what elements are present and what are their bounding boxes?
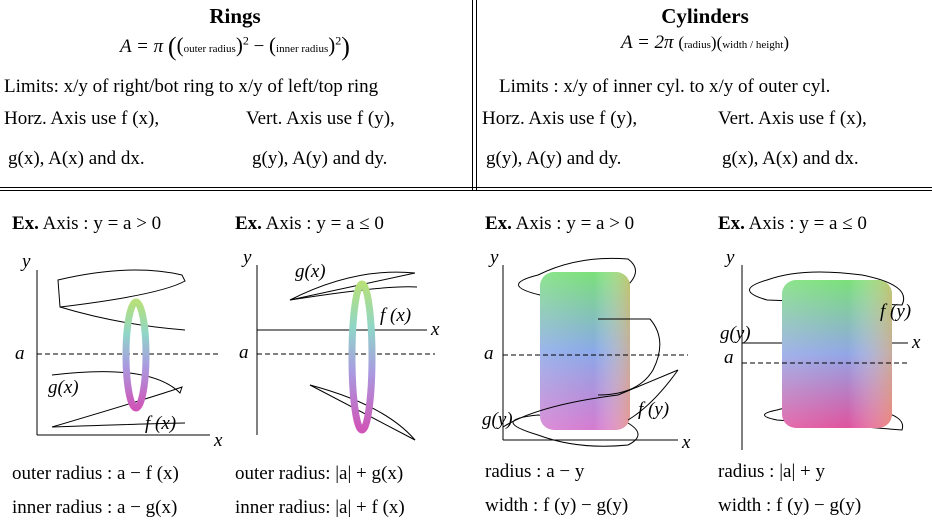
fig4-g-label: g(y)	[720, 323, 751, 344]
fig2-upper-fill	[289, 286, 418, 301]
fig4-f-label: f (y)	[880, 301, 911, 322]
rings-vert-axis-2: g(y), A(y) and dy.	[252, 148, 388, 169]
figure-4-cylinder-diagram: y x a g(y) f (y)	[720, 247, 921, 450]
example-3-line2: width : f (y) − g(y)	[485, 495, 629, 516]
fig1-lower-curve-g	[51, 371, 183, 428]
fig2-g-label: g(x)	[295, 261, 326, 282]
fig1-upper-region	[57, 269, 186, 308]
example-1-line1: outer radius : a − f (x)	[12, 463, 179, 484]
table-bottom-rule-1	[0, 187, 932, 188]
cylinders-vert-axis-2: g(x), A(x) and dx.	[722, 148, 859, 169]
example-4-line2: width : f (y) − g(y)	[718, 495, 862, 516]
cylinders-limits: Limits : x/y of inner cyl. to x/y of out…	[499, 76, 831, 97]
fig3-top-loop	[518, 257, 636, 296]
fig3-f-label: f (y)	[638, 399, 669, 420]
inner-radius-label: inner radius	[276, 43, 329, 55]
fig3-curve-g	[502, 369, 679, 428]
width-height-label: width / height	[722, 39, 784, 51]
fig3-bottom-loop	[512, 414, 639, 447]
figure-1-ring-diagram: y x a g(x) f (x)	[15, 251, 223, 450]
fig4-top-loop	[749, 271, 904, 306]
fig3-curve-f2	[627, 369, 679, 421]
fig1-f-label: f (x)	[145, 413, 176, 434]
example-4-header: Ex. Axis : y = a ≤ 0	[718, 213, 867, 234]
table-divider-left	[472, 0, 473, 190]
fig3-g-label: g(y)	[482, 409, 513, 430]
table-bottom-rule-2	[0, 190, 932, 191]
cylinders-vert-axis-1: Vert. Axis use f (x),	[718, 108, 867, 129]
example-1-line2: inner radius : a − g(x)	[12, 497, 178, 518]
figure-2-ring-diagram: y x a g(x) f (x)	[239, 247, 440, 441]
example-3-header: Ex. Axis : y = a > 0	[485, 213, 635, 234]
fig1-y-label: y	[20, 251, 31, 272]
rings-title: Rings	[209, 4, 261, 28]
radius-label: radius	[684, 39, 711, 51]
fig3-cylinder-shade	[540, 272, 630, 430]
fig4-a-label: a	[724, 347, 734, 368]
cylinders-horz-axis-2: g(y), A(y) and dy.	[486, 148, 622, 169]
fig1-a-label: a	[15, 343, 25, 364]
fig3-y-label: y	[488, 247, 499, 268]
fig1-ring	[122, 298, 150, 412]
rings-horz-axis-2: g(x), A(x) and dx.	[8, 148, 145, 169]
rings-formula: A = π ((outer radius)2 − (inner radius)2…	[120, 32, 350, 61]
fig2-upper-curve-f	[289, 272, 416, 301]
example-4-line1: radius : |a| + y	[718, 461, 825, 482]
table-divider-right	[476, 0, 477, 190]
fig1-lower-curve-f	[51, 422, 186, 428]
fig2-x-label: x	[430, 319, 440, 340]
fig4-y-label: y	[724, 247, 735, 268]
rings-formula-lhs: A = π	[120, 36, 164, 57]
cylinders-formula-lhs: A = 2π	[620, 32, 674, 53]
example-1-header: Ex. Axis : y = a > 0	[12, 213, 162, 234]
fig3-x-label: x	[681, 432, 691, 453]
fig1-upper-curve-inner	[59, 306, 186, 331]
fig3-curve-f	[597, 318, 661, 396]
cylinders-formula: A = 2π (radius)(width / height)	[620, 32, 790, 53]
rings-vert-axis-1: Vert. Axis use f (y),	[246, 108, 395, 129]
fig1-g-label: g(x)	[48, 377, 79, 398]
fig4-x-label: x	[911, 332, 921, 353]
fig2-lower-curve-f	[309, 384, 416, 441]
fig4-cylinder-shade	[782, 280, 892, 428]
fig2-f-label: f (x)	[380, 305, 411, 326]
fig3-a-label: a	[484, 343, 494, 364]
cylinders-title: Cylinders	[661, 4, 749, 28]
figure-3-cylinder-diagram: y x a f (y) g(y)	[482, 247, 691, 453]
rings-horz-axis-1: Horz. Axis use f (x),	[4, 108, 160, 129]
rings-limits: Limits: x/y of right/bot ring to x/y of …	[4, 76, 379, 97]
cylinders-horz-axis-1: Horz. Axis use f (y),	[482, 108, 638, 129]
fig2-upper-curve-g	[289, 271, 416, 301]
example-2-line2: inner radius: |a| + f (x)	[235, 497, 405, 518]
fig2-lower-curve-g	[309, 384, 416, 441]
example-2-line1: outer radius: |a| + g(x)	[235, 463, 404, 484]
outer-radius-label: outer radius	[183, 43, 236, 55]
example-3-line1: radius : a − y	[485, 461, 585, 482]
fig1-x-label: x	[213, 430, 223, 450]
fig2-y-label: y	[241, 247, 252, 268]
fig2-ring	[348, 280, 376, 434]
fig2-a-label: a	[239, 342, 249, 363]
example-2-header: Ex. Axis : y = a ≤ 0	[235, 213, 384, 234]
